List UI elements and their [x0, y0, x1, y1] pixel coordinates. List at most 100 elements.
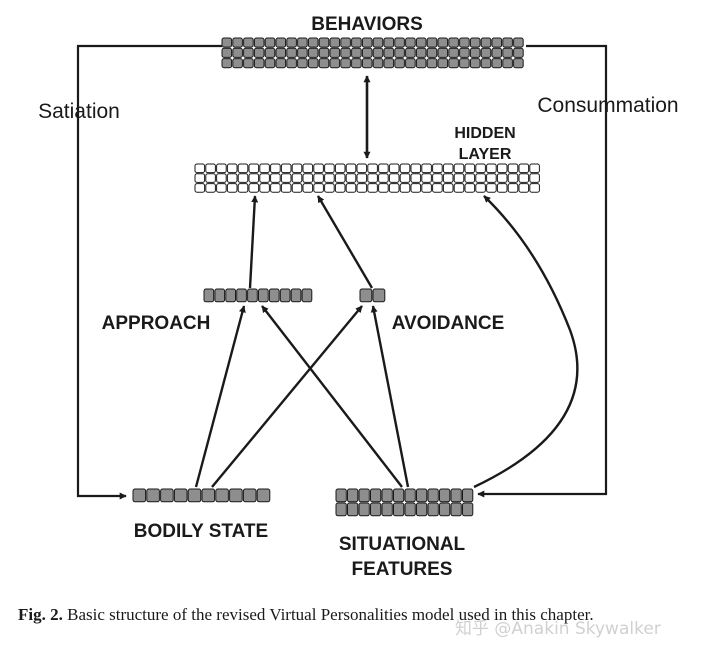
hidden-layer-unit [432, 173, 443, 183]
behaviors-unit [297, 47, 308, 58]
hidden-layer-unit [529, 173, 540, 183]
behaviors-unit [480, 37, 492, 48]
behaviors-unit [383, 58, 395, 69]
approach-unit [247, 288, 258, 303]
behaviors-unit [361, 37, 373, 48]
behaviors-unit [372, 47, 384, 58]
hidden-layer-unit [226, 163, 238, 174]
hidden-layer-unit [410, 183, 422, 193]
behaviors-unit [232, 37, 243, 48]
behaviors-unit [502, 47, 513, 58]
behaviors-unit [513, 37, 524, 48]
behaviors-unit [459, 47, 470, 58]
hidden-layer-unit [259, 173, 270, 183]
situational-features-unit [370, 488, 382, 503]
bodily-state-unit [132, 488, 147, 503]
hidden-layer-unit [486, 163, 497, 174]
behaviors-unit [502, 58, 513, 69]
behaviors-unit [394, 37, 405, 48]
hidden-layer-unit [453, 163, 465, 174]
hidden-layer-unit [205, 183, 216, 193]
hidden-layer-unit [313, 183, 324, 193]
hidden-layer-unit [205, 163, 216, 174]
hidden-layer-unit [388, 183, 400, 193]
behaviors-unit [351, 58, 362, 69]
situational-features-unit [381, 502, 393, 517]
behaviors-unit [448, 47, 459, 58]
hidden-layer-unit [216, 173, 227, 183]
behaviors-unit [469, 58, 481, 69]
behaviors-unit [275, 58, 287, 69]
hidden-layer-unit [475, 183, 486, 193]
hidden-layer-unit [237, 183, 249, 193]
bodily-to-avoidance-arrow [211, 305, 363, 488]
situational-features-unit [347, 488, 359, 503]
hidden-layer-unit [518, 183, 530, 193]
behaviors-unit [502, 37, 513, 48]
approach-unit [258, 288, 269, 303]
bodily-state-label: BODILY STATE [134, 521, 268, 542]
bodily-state-unit [256, 488, 271, 503]
hidden-layer-unit [378, 163, 389, 174]
situational-features-unit [404, 502, 416, 517]
bodily-state-unit [215, 488, 229, 503]
hidden-layer-unit [496, 173, 508, 183]
situational-features-unit [370, 502, 382, 517]
situational-features-unit [450, 502, 462, 517]
hidden-layer-unit [237, 163, 249, 174]
behaviors-unit [394, 47, 405, 58]
behaviors-unit [329, 37, 341, 48]
hidden-layer-unit [475, 173, 486, 183]
behaviors-unit [426, 58, 438, 69]
hidden-layer-unit [378, 183, 389, 193]
hidden-layer-unit [324, 163, 335, 174]
behaviors-unit [318, 58, 330, 69]
approach-unit [290, 288, 302, 303]
hidden-layer-unit [334, 173, 346, 183]
satiation-label: Satiation [38, 100, 120, 123]
behaviors-unit [253, 58, 265, 69]
approach-to-hidden-arrow [248, 195, 259, 289]
hidden-layer-unit [410, 163, 422, 174]
hidden-layer-unit [259, 183, 270, 193]
behaviors-unit [469, 37, 481, 48]
behaviors-unit [372, 58, 384, 69]
behaviors-unit [221, 58, 233, 69]
hidden-layer-unit [399, 183, 411, 193]
approach-unit [203, 288, 215, 303]
situational-features-unit [439, 488, 451, 503]
hidden-layer-label-line1: HIDDEN [454, 125, 515, 142]
bodily-state-unit [242, 488, 257, 503]
bodily-state-units [132, 488, 271, 503]
figure-caption: Fig. 2. Basic structure of the revised V… [18, 604, 708, 626]
situational-features-units [335, 488, 474, 517]
behaviors-unit [307, 37, 319, 48]
behaviors-unit [426, 47, 438, 58]
situational-to-hidden-arrow [473, 195, 579, 489]
hidden-layer-unit [334, 163, 346, 174]
behaviors-unit [232, 58, 243, 69]
behaviors-unit [394, 58, 405, 69]
behaviors-unit [426, 37, 438, 48]
hidden-layer-unit [518, 173, 530, 183]
behaviors-unit [232, 47, 243, 58]
hidden-layer-unit [302, 163, 314, 174]
behaviors-unit [297, 58, 308, 69]
situational-features-unit [358, 502, 370, 517]
behaviors-unit [243, 37, 254, 48]
hidden-layer-unit [226, 173, 238, 183]
hidden-layer-unit [226, 183, 238, 193]
hidden-layer-unit [453, 173, 465, 183]
bodily-state-unit [229, 488, 243, 503]
hidden-layer-unit [270, 173, 281, 183]
hidden-layer-unit [421, 163, 432, 174]
hidden-layer-label-line2: LAYER [459, 146, 512, 163]
hidden-layer-unit [432, 183, 443, 193]
avoidance-label: AVOIDANCE [392, 313, 505, 334]
hidden-layer-unit [291, 173, 303, 183]
hidden-layer-unit [442, 173, 454, 183]
situational-features-unit [347, 502, 359, 517]
hidden-layer-unit [313, 173, 324, 183]
hidden-layer-unit [334, 183, 346, 193]
hidden-layer-unit [291, 163, 303, 174]
